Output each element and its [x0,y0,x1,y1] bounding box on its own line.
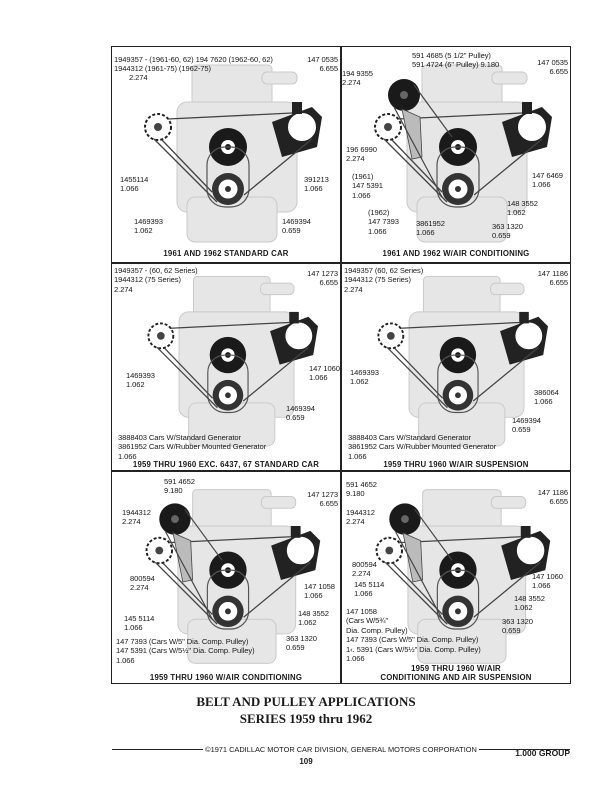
generator-pulley-label: 1949357 - (1961-60, 62) 194 7620 (1962-6… [114,55,273,74]
steering-pump-pulley-label: 147 1273 6.655 [307,490,338,509]
steering-pump-pulley-label: 147 1273 6.655 [307,269,338,288]
idler-pulley-label: 800594 2.274 [352,560,377,579]
belt-label: 3861952 1.066 [416,219,445,238]
generator-pulley-size: 2.274 [129,73,148,82]
compressor-pulley-label: 591 4652 9.180 [164,477,195,496]
belt-label: 147 1060 1.066 [532,572,563,591]
belt-label: 147 1058 (Cars W/5¾" Dia. Comp. Pulley) … [346,607,481,664]
belt-label: (1962) 147 7393 1.066 [368,208,399,236]
page-title: BELT AND PULLEY APPLICATIONS SERIES 1959… [196,694,416,726]
steering-pump-pulley-label: 147 0535 6.655 [537,58,568,77]
belt-label: 386064 1.066 [534,388,559,407]
generator-pulley-label: 1944312 2.274 [346,508,375,527]
belt-label: 391213 1.066 [304,175,329,194]
crank-pulley-label: 148 3552 1.062 [514,594,545,613]
panel-1959-1960-air-conditioning: 591 4652 9.180 1944312 2.274 147 1273 6.… [112,472,340,683]
panel-caption: 1961 AND 1962 STANDARD CAR [163,249,289,258]
compressor-pulley-label: 591 4652 9.180 [346,480,377,499]
belt-label: 3888403 Cars W/Standard Generator 386195… [118,433,267,461]
crank-pulley-label: 1469393 1.062 [126,371,155,390]
footer-rule: ©1971 CADILLAC MOTOR CAR DIVISION, GENER… [112,745,570,755]
generator-pulley-label: 194 9355 2.274 [342,69,373,88]
crank-pulley-label: 1469393 1.062 [350,368,379,387]
belt-label: 1455114 1.066 [120,175,149,194]
panel-caption: 1959 THRU 1960 W/AIR CONDITIONING AND AI… [380,664,532,683]
copyright-wrapper: ©1971 CADILLAC MOTOR CAR DIVISION, GENER… [112,745,570,755]
crank-pulley-label: 148 3552 1.062 [298,609,329,628]
belt-label: 3888403 Cars W/Standard Generator 386195… [348,433,497,461]
lower-pulley-label: 363 1320 0.659 [502,617,533,636]
panel-1959-1960-air-suspension: 1949357 (60, 62 Series) 1944312 (75 Seri… [342,264,570,470]
belt-label: 147 1058 1.066 [304,582,335,601]
panel-1959-1960-air-conditioning-air-suspension: 591 4652 9.180 1944312 2.274 147 1186 6.… [342,472,570,683]
lower-pulley-label: 363 1320 0.659 [286,634,317,653]
lower-pulley-label: 1469394 0.659 [512,416,541,435]
panel-caption: 1959 THRU 1960 W/AIR CONDITIONING [149,673,303,682]
lower-pulley-label: 1469394 0.659 [282,217,311,236]
belt-label: 147 7393 (Cars W/5" Dia. Comp. Pulley) 1… [116,637,255,665]
belt-label: (1961) 147 5391 1.066 [352,172,383,200]
lower-pulley-label: 363 1320 0.659 [492,222,523,241]
diagram-grid: 1949357 - (1961-60, 62) 194 7620 (1962-6… [111,46,571,684]
panel-1961-1962-air-conditioning: 591 4685 (5 1/2" Pulley) 591 4724 (6" Pu… [342,47,570,262]
panel-caption: 1959 THRU 1960 W/AIR SUSPENSION [383,460,529,469]
panel-1959-1960-standard: 1949357 - (60, 62 Series) 1944312 (75 Se… [112,264,340,470]
generator-pulley-label: 1949357 (60, 62 Series) 1944312 (75 Seri… [344,266,424,294]
belt-label: 147 6469 1.066 [532,171,563,190]
generator-pulley-label: 1944312 2.274 [122,508,151,527]
steering-pump-pulley-label: 147 0535 6.655 [307,55,338,74]
copyright-text: ©1971 CADILLAC MOTOR CAR DIVISION, GENER… [203,745,479,754]
crank-pulley-label: 1469393 1.062 [134,217,163,236]
generator-pulley-label: 1949357 - (60, 62 Series) 1944312 (75 Se… [114,266,198,294]
idler-pulley-label: 800594 2.274 [130,574,155,593]
panel-1961-1962-standard: 1949357 - (1961-60, 62) 194 7620 (1962-6… [112,47,340,262]
panel-caption: 1959 THRU 1960 EXC. 6437, 67 STANDARD CA… [132,460,320,469]
panel-caption: 1961 AND 1962 W/AIR CONDITIONING [382,249,530,258]
horizontal-divider [112,470,570,472]
lower-pulley-label: 1469394 0.659 [286,404,315,423]
compressor-pulley-label: 591 4685 (5 1/2" Pulley) 591 4724 (6" Pu… [412,51,500,70]
horizontal-divider [112,262,570,264]
belt-label: 145 5114 1.066 [354,580,385,599]
belt-label: 145 5114 1.066 [124,614,155,633]
crank-pulley-label: 148 3552 1.062 [507,199,538,218]
steering-pump-pulley-label: 147 1186 6.655 [537,488,568,507]
group-number: 1.000 GROUP [515,748,570,758]
belt-label: 147 1060 1.066 [309,364,340,383]
page-number: 109 [299,757,313,766]
vertical-divider [340,47,342,683]
idler-pulley-label: 196 6990 2.274 [346,145,377,164]
steering-pump-pulley-label: 147 1186 6.655 [537,269,568,288]
